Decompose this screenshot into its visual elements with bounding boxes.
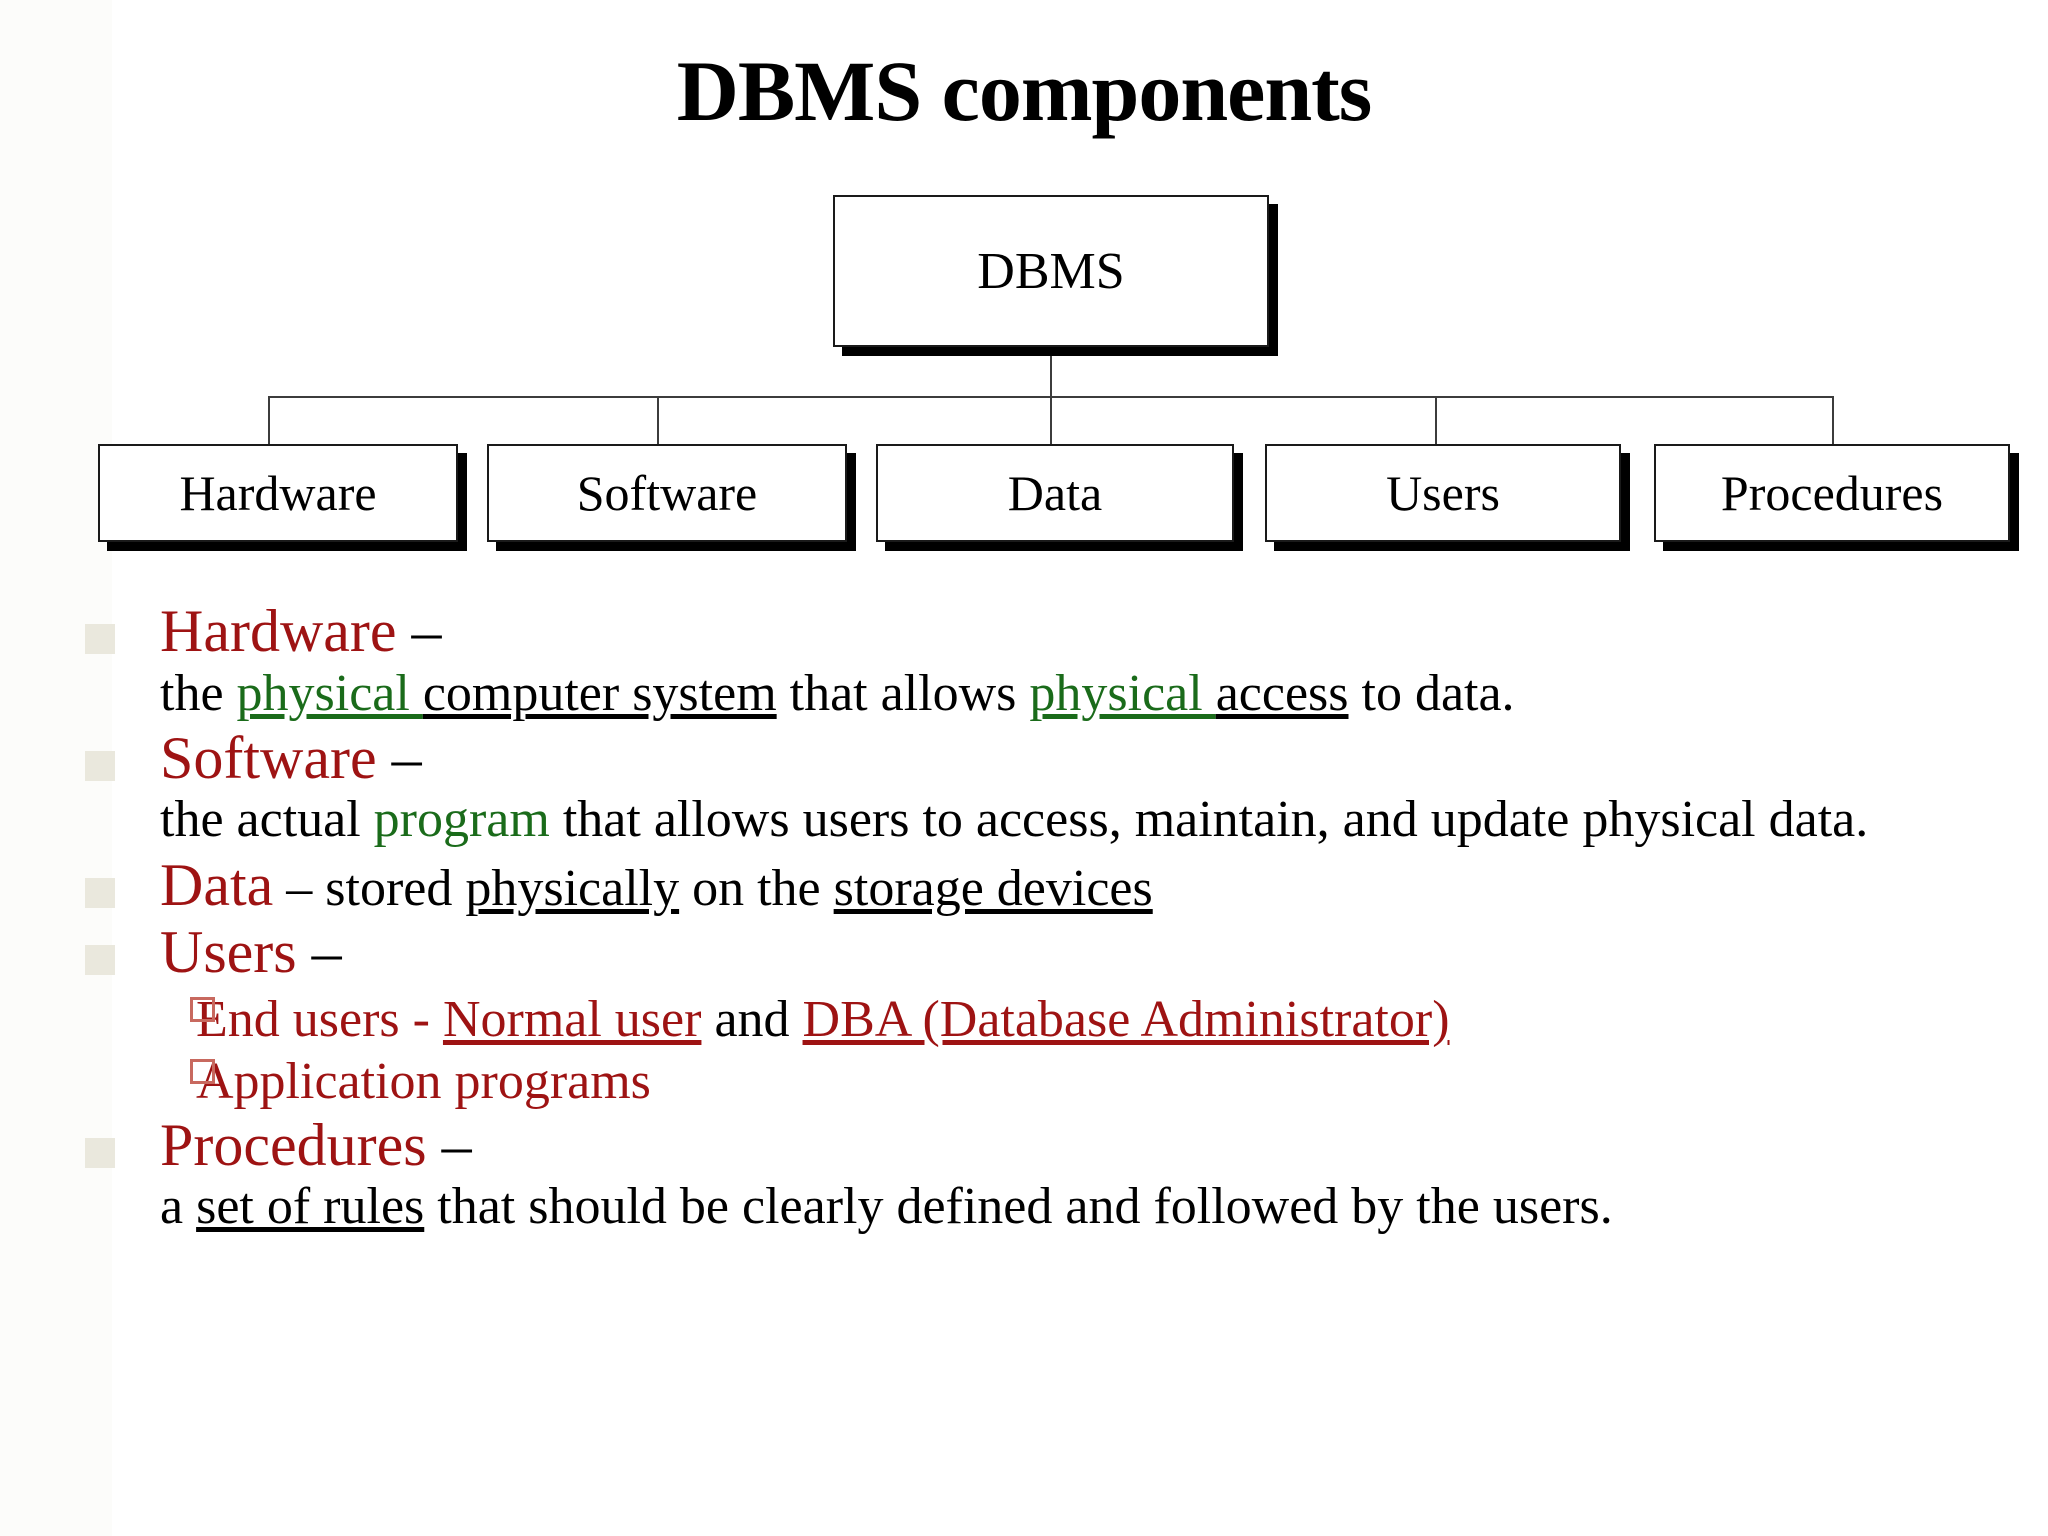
diagram-node-procedures: Procedures [1654, 444, 2010, 542]
bullet-heading-dash: – [376, 724, 422, 791]
bullet-item: Software –the actual program that allows… [0, 724, 2048, 850]
connector-drop-software [657, 396, 659, 446]
diagram-node-hardware: Hardware [98, 444, 458, 542]
bullet-description: a set of rules that should be clearly de… [160, 1177, 2030, 1236]
bullet-heading-dash: – [296, 919, 342, 986]
sub-bullet-text: End users - Normal user and DBA (Databas… [196, 989, 2048, 1051]
hollow-square-bullet-icon [190, 1059, 215, 1085]
bullet-item: Hardware –the physical computer system t… [0, 598, 2048, 723]
bullet-heading-text: Software [160, 724, 377, 791]
text-run: access [1215, 664, 1349, 722]
text-run: End users - [196, 990, 443, 1048]
bullet-heading-text: Procedures [160, 1111, 427, 1178]
text-run: computer system [422, 664, 777, 722]
bullet-inline-description: – stored physically on the storage devic… [273, 860, 1152, 917]
bullet-heading: Users – [160, 921, 2048, 985]
text-run: Normal user [442, 990, 702, 1048]
text-run: physical [1029, 664, 1216, 722]
text-run: physically [465, 859, 680, 917]
text-run: the [160, 664, 237, 722]
bullet-item: Users – [0, 921, 2048, 985]
diagram-node-dbms: DBMS [833, 195, 1269, 347]
bullet-heading-dash: – [396, 598, 442, 664]
sub-bullet-text: Application programs [196, 1051, 2048, 1113]
text-run: a [160, 1178, 197, 1236]
text-run: Application programs [196, 1053, 651, 1111]
dbms-components-diagram: DBMS Hardware Software Data Users Proced… [0, 0, 2048, 560]
text-run: storage devices [833, 859, 1153, 917]
text-run: to data. [1348, 664, 1515, 722]
text-run: that allows [776, 664, 1030, 722]
hollow-square-bullet-icon [190, 996, 215, 1022]
bullet-description: the physical computer system that allows… [160, 664, 2030, 723]
bullet-heading: Data – stored physically on the storage … [160, 851, 2048, 918]
text-run: on the [679, 859, 834, 917]
bullet-heading: Software – [160, 724, 2048, 791]
bullet-description: the actual program that allows users to … [160, 790, 2030, 849]
text-run: – stored [273, 859, 466, 917]
bullet-item: Data – stored physically on the storage … [0, 851, 2048, 918]
square-bullet-icon [85, 1137, 115, 1168]
square-bullet-icon [85, 877, 115, 908]
bullet-item: Procedures –a set of rules that should b… [0, 1111, 2048, 1237]
bullet-heading: Procedures – [160, 1111, 2048, 1178]
page-title: DBMS components [676, 43, 1373, 139]
diagram-node-data: Data [876, 444, 1234, 542]
bullet-heading-dash: – [426, 1111, 472, 1178]
text-run: and [701, 990, 803, 1048]
connector-root-stem [1050, 355, 1052, 397]
text-run: that allows users to access, maintain, a… [549, 791, 1869, 849]
square-bullet-icon [85, 624, 115, 654]
text-run: DBA (Database Administrator) [802, 990, 1450, 1048]
bullet-heading-text: Hardware [160, 598, 397, 664]
diagram-node-users: Users [1265, 444, 1621, 542]
connector-drop-data [1050, 396, 1052, 446]
connector-drop-hardware [268, 396, 270, 446]
sub-bullet-item: Application programs [0, 1051, 2048, 1113]
text-run: set of rules [196, 1178, 425, 1236]
bullet-heading: Hardware – [160, 598, 2048, 664]
square-bullet-icon [85, 945, 115, 976]
text-run: program [373, 791, 550, 849]
connector-drop-users [1435, 396, 1437, 446]
square-bullet-icon [85, 750, 115, 781]
text-run: the actual [160, 791, 374, 849]
sub-bullet-item: End users - Normal user and DBA (Databas… [0, 989, 2048, 1051]
bullet-heading-text: Data [160, 851, 274, 918]
text-run: physical [236, 664, 423, 722]
text-run: that should be clearly defined and follo… [424, 1178, 1613, 1236]
bullet-heading-text: Users [160, 919, 297, 986]
connector-drop-procedures [1832, 396, 1834, 446]
diagram-node-software: Software [487, 444, 847, 542]
bullet-list: Hardware –the physical computer system t… [0, 598, 2048, 1241]
